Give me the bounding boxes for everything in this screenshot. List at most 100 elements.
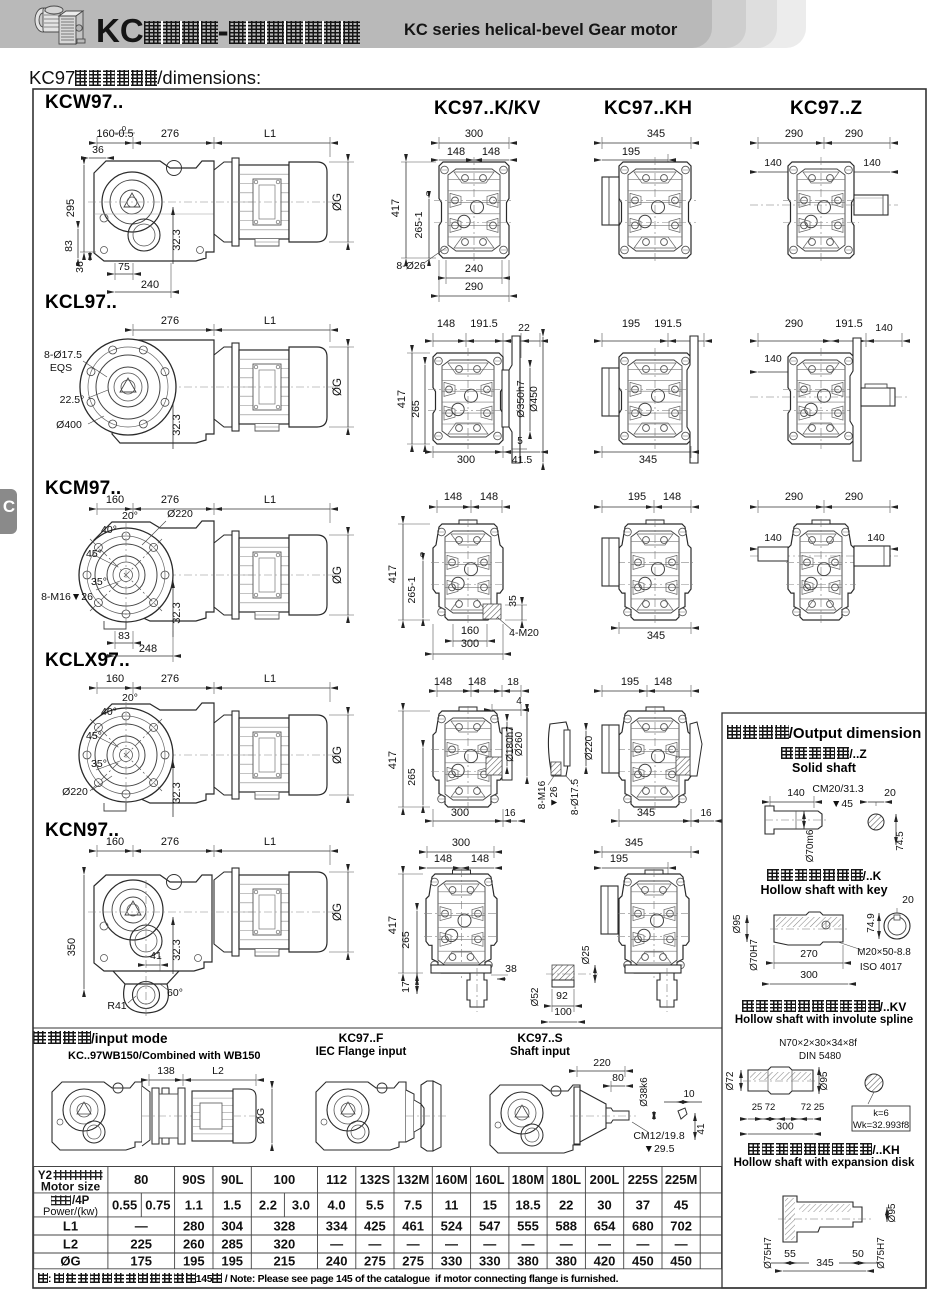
svg-text:417: 417 [387,751,399,769]
svg-text:22: 22 [518,322,530,334]
svg-text:L1: L1 [264,673,276,685]
svg-text:L1: L1 [264,494,276,506]
svg-text:Ø75H7: Ø75H7 [876,1237,887,1269]
svg-text:30: 30 [597,1197,611,1212]
svg-text:20: 20 [884,787,896,799]
svg-text:72: 72 [765,1102,776,1113]
svg-text:132S: 132S [360,1172,391,1187]
svg-text:148: 148 [482,146,500,158]
svg-text:80: 80 [612,1072,624,1084]
svg-text:45: 45 [674,1197,688,1212]
svg-text:345: 345 [625,837,643,849]
svg-text:Ø70H7: Ø70H7 [749,939,760,971]
svg-text:8-M16: 8-M16 [537,780,548,809]
svg-text:90S: 90S [182,1172,205,1187]
svg-text:32.3: 32.3 [171,782,183,803]
svg-text:22.5°: 22.5° [60,394,85,406]
svg-text:3.0: 3.0 [292,1197,310,1212]
svg-text:Ø75H7: Ø75H7 [763,1237,774,1269]
svg-text:180M: 180M [512,1172,545,1187]
svg-text:290: 290 [465,281,483,293]
svg-text:Ø38k6: Ø38k6 [639,1077,650,1107]
svg-text:300: 300 [457,454,475,466]
svg-text:▼45: ▼45 [831,798,853,810]
svg-text:R41: R41 [107,1000,126,1012]
svg-text:4: 4 [516,696,522,707]
svg-text:CM20/31.3: CM20/31.3 [812,783,864,795]
svg-text:Ø260: Ø260 [514,731,525,756]
svg-text:276: 276 [161,836,179,848]
svg-text:▼26: ▼26 [549,786,560,807]
svg-text:345: 345 [639,454,657,466]
svg-text:75: 75 [118,261,130,273]
svg-text:—: — [598,1237,611,1252]
svg-text:15: 15 [483,1197,497,1212]
svg-text:200L: 200L [590,1172,620,1187]
svg-text:148: 148 [663,491,681,503]
svg-text:290: 290 [845,491,863,503]
svg-text:8-Ø26: 8-Ø26 [396,260,425,272]
svg-text:0.75: 0.75 [145,1197,170,1212]
svg-text:417: 417 [387,916,399,934]
svg-text:702: 702 [670,1219,692,1234]
svg-text:417: 417 [387,565,399,583]
svg-text:7.5: 7.5 [404,1197,422,1212]
svg-text:1.5: 1.5 [223,1197,241,1212]
svg-text:Ø95: Ø95 [732,914,743,933]
svg-text:180L: 180L [551,1172,581,1187]
svg-text:148: 148 [437,318,455,330]
svg-text:225S: 225S [628,1172,659,1187]
svg-text:100: 100 [554,1006,572,1018]
svg-text:0.55: 0.55 [112,1197,137,1212]
svg-text:Ø95: Ø95 [819,1071,830,1090]
svg-text:Ø72: Ø72 [725,1071,736,1090]
svg-text:276: 276 [161,673,179,685]
svg-text:83: 83 [118,630,130,642]
svg-text:8-M16▼26: 8-M16▼26 [41,591,93,603]
svg-text:0: 0 [122,124,126,133]
svg-text:160M: 160M [435,1172,468,1187]
svg-text:20°: 20° [122,692,138,704]
svg-text:10: 10 [683,1089,695,1100]
svg-text:36: 36 [92,144,104,156]
svg-text:290: 290 [845,128,863,140]
svg-text:—: — [445,1237,458,1252]
svg-text:40°: 40° [101,706,117,718]
svg-text:4-M20: 4-M20 [509,627,539,639]
svg-text:Ø95: Ø95 [887,1203,898,1222]
svg-text:417: 417 [390,199,402,217]
svg-text:41: 41 [696,1123,707,1135]
svg-text:Ø400: Ø400 [56,419,82,431]
svg-text:417: 417 [396,390,408,408]
svg-text:148: 148 [434,676,452,688]
svg-text:345: 345 [816,1257,834,1269]
svg-text:L2: L2 [212,1065,224,1077]
svg-text:225: 225 [130,1237,152,1252]
svg-text:—: — [483,1237,496,1252]
svg-text:265: 265 [406,768,418,786]
svg-text:112: 112 [326,1172,347,1187]
svg-text:225M: 225M [665,1172,698,1187]
svg-text:—: — [368,1237,381,1252]
svg-text:140: 140 [764,157,782,169]
svg-text:140: 140 [863,157,881,169]
svg-text:524: 524 [441,1219,463,1234]
svg-text:160-0.5: 160-0.5 [96,128,133,140]
svg-text:Ø220: Ø220 [62,786,88,798]
svg-text:92: 92 [556,990,568,1002]
svg-text:285: 285 [221,1237,243,1252]
svg-text:265-1: 265-1 [406,576,418,603]
svg-text:240: 240 [141,279,159,291]
svg-text:74.9: 74.9 [866,913,877,933]
svg-text:195: 195 [610,853,628,865]
svg-text:138: 138 [157,1065,175,1077]
svg-text:195: 195 [621,676,639,688]
svg-text:140: 140 [764,532,782,544]
svg-text:11: 11 [445,1197,459,1212]
svg-text:300: 300 [800,969,818,981]
svg-text:320: 320 [274,1237,296,1252]
svg-text:32.3: 32.3 [171,939,183,960]
svg-text:345: 345 [647,630,665,642]
svg-text:41: 41 [150,950,162,962]
svg-text:ISO 4017: ISO 4017 [860,962,903,973]
